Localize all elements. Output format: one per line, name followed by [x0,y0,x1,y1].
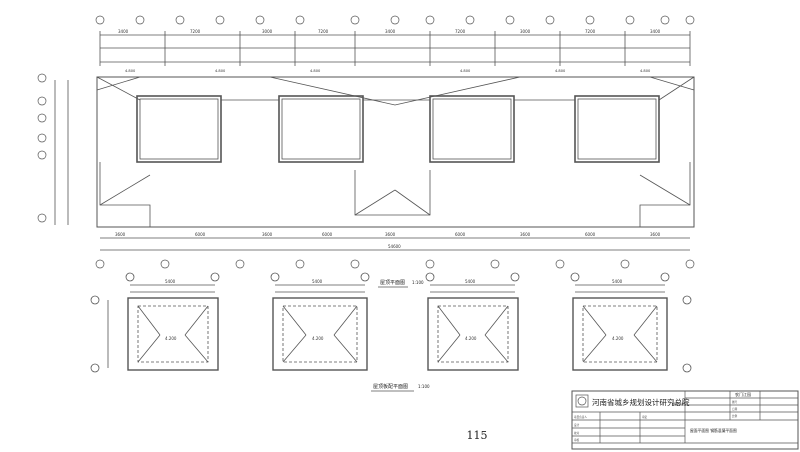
title-block-text: 河南省城乡规划设计研究总院 有限公司 农门江园 屋面平面图 钢筋混凝平面图 [592,391,751,433]
slab-plan-title-text: 屋顶板配平面图 [373,383,408,390]
slab-elevation: 4.200 [465,336,477,341]
tb-label: 项目负责人 [574,415,587,419]
slab-elevation: 4.200 [312,336,324,341]
dim-label: 3000 [262,29,273,34]
slab-dimension-labels: 5400 5400 5400 5400 4.200 4.200 4.200 4.… [165,279,624,341]
roof-plan-title: 屋顶平面图 1:100 [378,280,424,288]
dim-label: 3600 [520,232,531,237]
dim-label: 7200 [190,29,201,34]
institute-suffix: 有限公司 [672,401,685,406]
slab-plan-title: 屋顶板配平面图 1:100 [371,383,430,392]
elevation-mark: 4.800 [215,69,226,73]
tb-label: 审定 [642,415,648,419]
bay-dim: 5400 [312,279,323,284]
axis-bubbles-left [37,73,47,223]
dim-label: 7200 [455,29,466,34]
dim-label: 3600 [115,232,126,237]
sheet-title: 屋面平面图 钢筋混凝平面图 [690,428,737,433]
dim-label: 7200 [318,29,329,34]
dim-label: 3400 [385,29,396,34]
tb-label: 校对 [574,431,580,435]
roof-plan [54,34,695,251]
tb-label: 日期 [732,407,738,411]
dim-label: 3400 [118,29,129,34]
elevation-mark: 4.800 [310,69,321,73]
dim-label: 6000 [195,232,206,237]
dim-label: 3600 [385,232,396,237]
dim-label: 3600 [650,232,661,237]
dim-label: 3400 [650,29,661,34]
bottom-dimension-labels: 3600 6000 3600 6000 3600 6000 3600 6000 … [115,232,661,249]
axis-bubbles-bottom [95,259,695,269]
axis-bubbles-top [95,15,695,25]
institute-name: 河南省城乡规划设计研究总院 [592,397,690,407]
slab-elevation: 4.200 [165,336,177,341]
dim-label: 6000 [585,232,596,237]
roof-plan-scale: 1:100 [412,280,424,285]
roof-plan-dimension-ticks [99,31,691,66]
slab-elevation: 4.200 [612,336,624,341]
bay-dim: 5400 [612,279,623,284]
dim-label: 7200 [585,29,596,34]
elevation-mark: 4.800 [460,69,471,73]
tb-label: 图号 [732,400,738,404]
title-block [571,390,799,450]
tb-label: 审核 [574,438,580,442]
slab-plans [90,272,692,373]
top-dimension-labels: 3400 7200 3000 7200 3400 7200 3000 7200 … [118,29,661,34]
tb-label: 比例 [732,414,738,418]
dim-label: 3600 [262,232,273,237]
dim-label: 3000 [520,29,531,34]
dim-label: 6000 [322,232,333,237]
slab-plan-scale: 1:100 [418,384,430,389]
project-name: 农门江园 [735,391,751,397]
elevation-mark: 4.800 [555,69,566,73]
overall-dimension: 54600 [388,244,401,249]
elevation-marks: 4.800 4.800 4.800 4.800 4.800 4.800 [125,69,651,73]
bay-dim: 5400 [165,279,176,284]
dim-label: 6000 [455,232,466,237]
elevation-mark: 4.800 [125,69,136,73]
title-block-small-labels: 项目负责人 设计 校对 审核 审定 图号 日期 比例 [574,400,738,442]
bay-dim: 5400 [465,279,476,284]
page-number: 115 [466,429,488,442]
elevation-mark: 4.800 [640,69,651,73]
roof-plan-title-text: 屋顶平面图 [380,280,405,286]
tb-label: 设计 [574,423,580,427]
